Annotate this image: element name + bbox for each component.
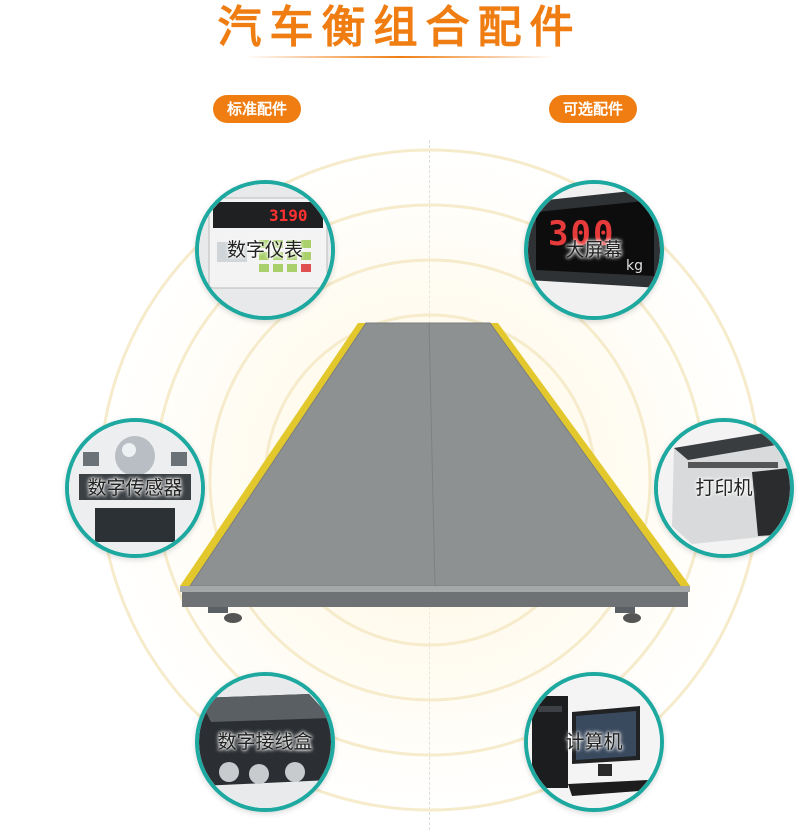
printer-icon (658, 422, 790, 554)
page-title: 汽车衡组合配件 (217, 2, 582, 53)
screen-readout: 300 (548, 214, 616, 254)
digital-indicator-icon (199, 184, 331, 316)
large-screen-icon (528, 184, 660, 316)
standard-parts-tag: 标准配件 (213, 95, 302, 123)
junction-box-label: 数字接线盒 (217, 731, 313, 753)
junction-box-icon (199, 676, 331, 808)
optional-parts-tag: 可选配件 (549, 95, 638, 123)
screen-unit: kg (626, 258, 643, 274)
computer-part[interactable]: 计算机 (524, 672, 664, 812)
large-screen-part[interactable]: 300 kg 大屏幕 (524, 180, 664, 320)
load-cell-icon (69, 422, 201, 554)
junction-box-part[interactable]: 数字接线盒 (195, 672, 335, 812)
load-cell-label: 数字传感器 (87, 477, 183, 499)
digital-indicator-part[interactable]: 3190 数字仪表 (195, 180, 335, 320)
title-underline (245, 56, 555, 58)
indicator-readout: 3190 (269, 206, 308, 225)
load-cell-part[interactable]: 数字传感器 (65, 418, 205, 558)
computer-icon (528, 676, 660, 808)
digital-indicator-label: 数字仪表 (226, 239, 303, 261)
printer-label: 打印机 (695, 477, 753, 499)
computer-label: 计算机 (565, 731, 623, 753)
printer-part[interactable]: 打印机 (654, 418, 794, 558)
large-screen-label: 大屏幕 (565, 239, 623, 261)
